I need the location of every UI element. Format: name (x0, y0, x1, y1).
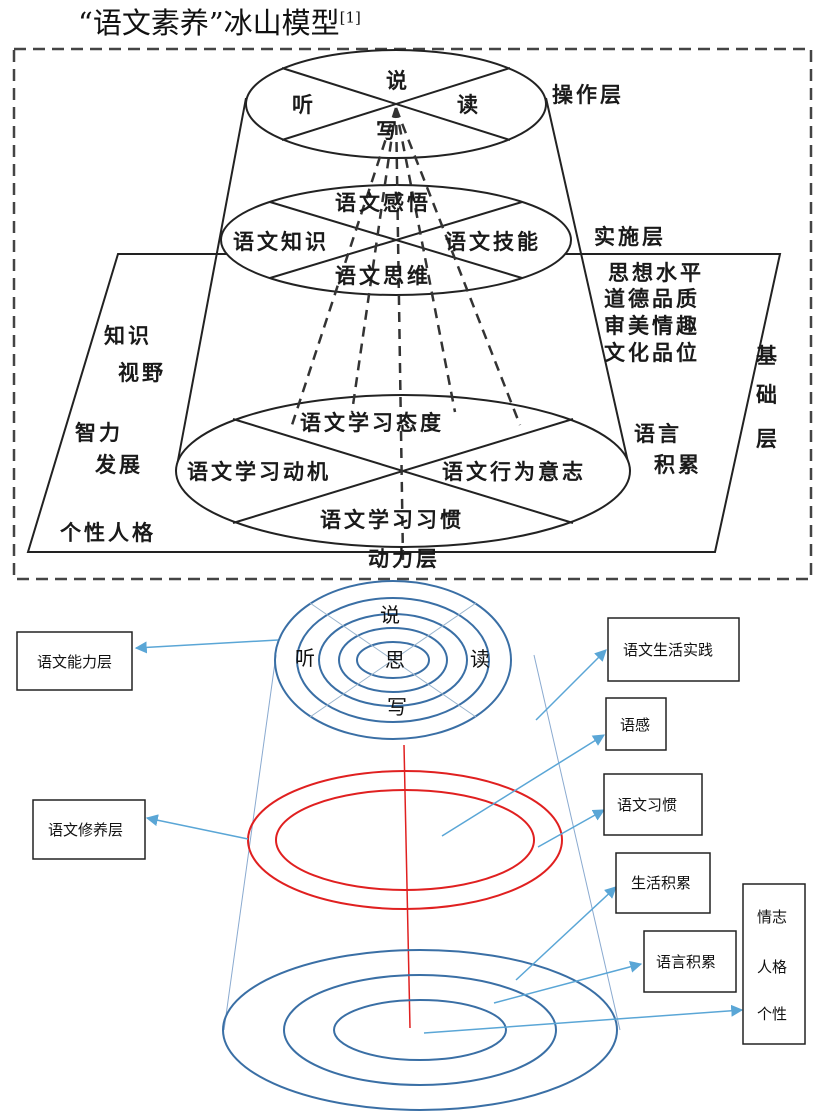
language-accumulation-line: 积累 (654, 453, 702, 477)
implementation-layer-label: 实施层 (594, 225, 666, 249)
middle-disc-north: 语文感悟 (335, 191, 431, 215)
cylinder-left-edge (175, 97, 247, 472)
right-list-item: 审美情趣 (604, 314, 700, 338)
cultivation-layer-box (32, 799, 146, 860)
cone-left-edge (223, 654, 277, 1031)
habit-label: 语文习惯 (617, 796, 677, 814)
lower-diagram: 说 听 思 读 写 语文能力层 语文生活实践 语感 语文习惯 (16, 580, 806, 1111)
foundation-layer-char: 基 (756, 344, 780, 368)
top-disc-east: 读 (457, 93, 481, 117)
foundation-layer-char: 层 (756, 427, 780, 451)
lower-top-east: 读 (470, 647, 490, 671)
bottom-disc-east: 语文行为意志 (442, 460, 586, 484)
middle-disc-west: 语文知识 (233, 230, 329, 254)
emotion-label: 情志 (757, 908, 787, 926)
motivation-layer-label: 动力层 (368, 547, 440, 571)
callout-arrows (134, 639, 744, 1034)
life-practice-box (607, 617, 740, 682)
cylinder-right-edge (545, 97, 631, 472)
language-accumulation-label: 语言积累 (656, 953, 716, 971)
top-disc-west: 听 (292, 93, 316, 117)
life-accumulation-box (615, 852, 711, 914)
top-rings (274, 580, 512, 740)
cone-right-edge (533, 654, 621, 1031)
emotion-personality-box (742, 883, 806, 1045)
language-sense-label: 语感 (620, 716, 650, 734)
lower-top-west: 听 (295, 646, 315, 670)
upper-diagram: 说 听 读 写 语文感悟 语文知识 语文技能 语文思维 语文学习态度 语文学习动… (12, 47, 813, 581)
middle-disc-east: 语文技能 (445, 230, 541, 254)
lower-top-center: 思 (385, 648, 405, 672)
page-title-text: “语文素养”冰山模型 (78, 6, 340, 40)
foundation-layer-char: 础 (756, 383, 780, 407)
ability-layer-box (16, 631, 133, 691)
operation-layer-label: 操作层 (552, 83, 624, 107)
bottom-disc-west: 语文学习动机 (187, 460, 331, 484)
personality-label: 个性人格 (60, 521, 156, 545)
middle-disc-south: 语文思维 (335, 264, 431, 288)
bottom-disc-north: 语文学习态度 (300, 411, 444, 435)
right-list-item: 道德品质 (604, 287, 700, 311)
knowledge-view-line: 视野 (118, 361, 166, 385)
top-rings-guides (309, 602, 477, 718)
cultivation-layer-label: 语文修养层 (48, 821, 123, 839)
life-accumulation-label: 生活积累 (631, 874, 691, 892)
individuality-label: 个性 (757, 1005, 787, 1023)
footnote-ref: [1] (339, 8, 361, 27)
intellect-line: 智力 (75, 421, 123, 445)
page-title: “语文素养”冰山模型[1] (78, 6, 361, 41)
middle-disc-divider (269, 201, 523, 279)
personality-label: 人格 (757, 958, 787, 976)
lower-top-north: 说 (380, 603, 400, 627)
bottom-disc-divider (232, 418, 574, 524)
lower-top-south: 写 (387, 695, 407, 719)
language-accumulation-line: 语言 (634, 422, 682, 446)
right-list-item: 文化品位 (604, 341, 700, 365)
callout-boxes (16, 617, 806, 1045)
intellect-line: 发展 (94, 453, 143, 477)
ability-layer-label: 语文能力层 (37, 653, 112, 671)
language-sense-box (605, 697, 667, 751)
central-axis (403, 744, 411, 1029)
bottom-disc-south: 语文学习习惯 (320, 508, 464, 532)
knowledge-view-line: 知识 (104, 324, 152, 348)
language-accumulation-box (643, 930, 737, 993)
top-disc-north: 说 (386, 69, 410, 93)
habit-box (603, 773, 703, 836)
top-disc-south: 写 (376, 119, 400, 143)
top-disc-divider (281, 67, 511, 141)
convergence-lines (290, 107, 522, 561)
life-practice-label: 语文生活实践 (623, 641, 713, 659)
right-list-item: 思想水平 (608, 261, 704, 285)
bottom-rings (222, 949, 618, 1111)
